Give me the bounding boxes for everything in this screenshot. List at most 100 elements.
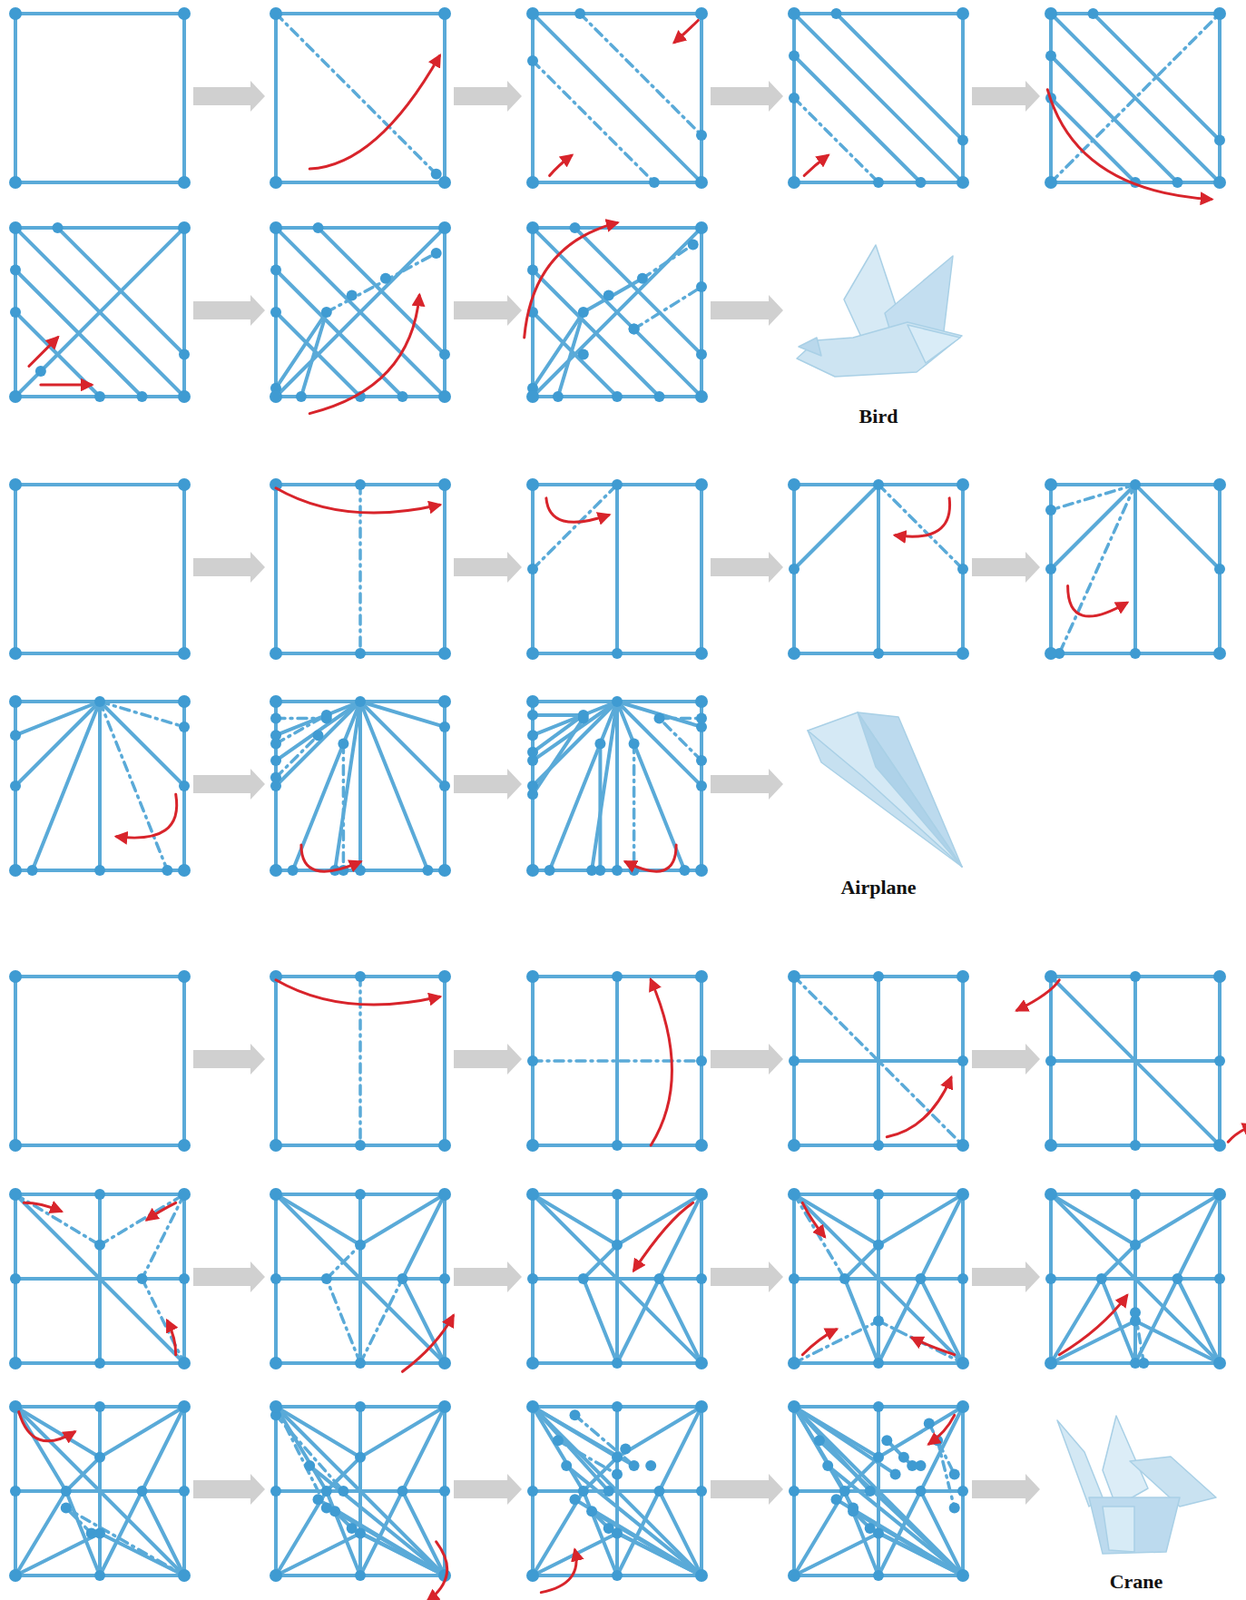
crease-line bbox=[1050, 1321, 1136, 1364]
crease-point bbox=[552, 1434, 564, 1446]
paper-square bbox=[532, 1194, 702, 1364]
valley-crease bbox=[794, 1321, 879, 1364]
fold-arrow bbox=[674, 19, 698, 42]
airplane-wing bbox=[807, 712, 962, 867]
crease-point bbox=[137, 391, 148, 403]
crease-point bbox=[822, 1460, 834, 1472]
valley-crease bbox=[99, 701, 167, 871]
crease-line bbox=[566, 1465, 702, 1576]
crease-point bbox=[654, 713, 666, 725]
crease-line bbox=[532, 718, 584, 795]
crease-point bbox=[695, 695, 708, 708]
crease-point bbox=[552, 391, 564, 403]
crease-point bbox=[957, 135, 969, 147]
crease-line bbox=[591, 701, 618, 871]
step-arrow bbox=[710, 80, 784, 112]
crease-point bbox=[269, 7, 283, 20]
crease-point bbox=[787, 7, 801, 20]
crease-point bbox=[287, 864, 299, 876]
crease-point bbox=[313, 1493, 324, 1505]
valley-crease bbox=[794, 1194, 845, 1279]
crease-point bbox=[354, 864, 366, 876]
crease-point bbox=[9, 1187, 22, 1201]
crease-point bbox=[60, 1502, 72, 1514]
crease-point bbox=[526, 390, 540, 403]
crease-point bbox=[380, 273, 392, 285]
crease-point bbox=[831, 1493, 843, 1505]
crease-point bbox=[1044, 970, 1058, 983]
crease-point bbox=[94, 1401, 106, 1413]
crease-point bbox=[438, 970, 452, 983]
crease-point bbox=[873, 971, 884, 982]
model-name: Crane bbox=[1109, 1569, 1164, 1594]
crease-line bbox=[275, 701, 361, 761]
crease-point bbox=[1088, 8, 1099, 20]
step-arrow bbox=[710, 551, 784, 583]
valley-crease bbox=[275, 1414, 344, 1492]
crease-point bbox=[438, 390, 452, 403]
crease-point bbox=[695, 970, 708, 983]
crease-point bbox=[177, 970, 191, 983]
fold-arrow bbox=[1047, 89, 1211, 200]
crease-line bbox=[615, 701, 619, 871]
crease-point bbox=[1044, 647, 1058, 660]
crease-point bbox=[578, 1485, 589, 1497]
crease-point bbox=[270, 264, 282, 276]
crease-point bbox=[94, 864, 106, 876]
valley-crease bbox=[326, 1278, 361, 1364]
crease-point bbox=[177, 1569, 191, 1582]
crease-point bbox=[177, 1400, 191, 1413]
valley-crease bbox=[794, 98, 879, 183]
crease-point bbox=[956, 176, 970, 189]
crease-point bbox=[956, 1187, 970, 1201]
crease-point bbox=[873, 647, 884, 659]
crease-point bbox=[438, 1187, 452, 1201]
crease-point bbox=[1213, 478, 1227, 491]
crease-point bbox=[611, 1401, 623, 1413]
crease-point bbox=[603, 289, 615, 301]
fold-arrow bbox=[802, 1329, 836, 1355]
fold-arrow bbox=[540, 1550, 577, 1593]
crease-line bbox=[275, 312, 327, 389]
crease-point bbox=[1214, 1273, 1226, 1285]
crease-point bbox=[560, 1460, 572, 1472]
crease-line bbox=[1135, 1278, 1178, 1364]
crease-point bbox=[695, 221, 708, 235]
crease-point bbox=[873, 1569, 884, 1581]
crease-point bbox=[578, 1273, 589, 1285]
fold-arrow bbox=[1227, 1125, 1246, 1143]
crease-line bbox=[402, 1406, 446, 1492]
crease-point bbox=[1044, 478, 1058, 491]
crease-point bbox=[956, 1138, 970, 1152]
crease-point bbox=[94, 1569, 106, 1581]
crease-line bbox=[870, 1528, 963, 1576]
crease-line bbox=[532, 227, 702, 397]
crease-point bbox=[270, 1485, 282, 1497]
crease-point bbox=[269, 221, 283, 235]
crease-point bbox=[1045, 504, 1057, 516]
crease-point bbox=[654, 1273, 666, 1285]
crease-point bbox=[354, 1569, 366, 1581]
model-name: Bird bbox=[859, 404, 899, 429]
crease-line bbox=[921, 1406, 964, 1492]
crease-point bbox=[586, 1505, 598, 1517]
crease-point bbox=[1044, 1138, 1058, 1152]
crease-point bbox=[397, 1273, 409, 1285]
crease-point bbox=[438, 221, 452, 235]
fold-arrow bbox=[275, 488, 440, 513]
fold-arrow bbox=[275, 980, 440, 1005]
crease-point bbox=[438, 7, 452, 20]
paper-square bbox=[275, 1406, 445, 1576]
crease-line bbox=[532, 715, 584, 753]
paper-square bbox=[1050, 484, 1220, 654]
crease-point bbox=[527, 264, 539, 276]
crease-point bbox=[526, 863, 540, 877]
crease-point bbox=[178, 349, 190, 361]
crease-point bbox=[898, 1452, 910, 1463]
crease-point bbox=[9, 695, 22, 708]
crane-body bbox=[1089, 1497, 1180, 1554]
paper-square bbox=[275, 484, 445, 654]
crease-point bbox=[957, 563, 969, 575]
crease-line bbox=[1050, 976, 1220, 1146]
fold-arrow bbox=[546, 498, 609, 522]
